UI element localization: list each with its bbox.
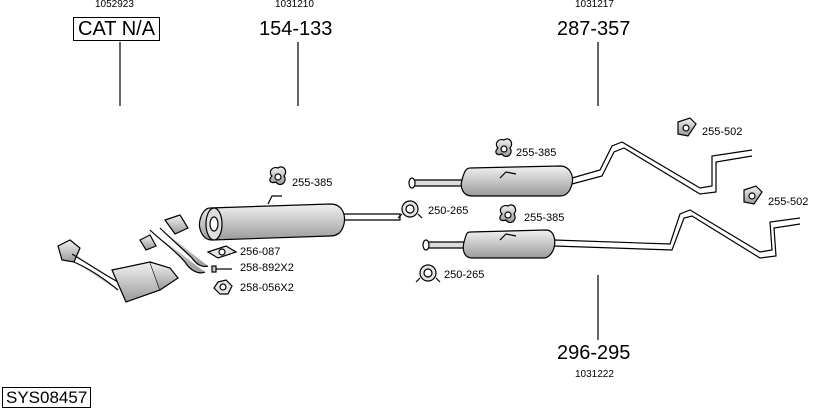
part-number-rear-upper[interactable]: 287-357 <box>557 18 631 40</box>
label-clamp-upper[interactable]: 250-265 <box>428 205 469 217</box>
clamp-upper-icon <box>397 200 423 219</box>
tail-hanger-lower-icon <box>743 185 763 205</box>
label-hanger-rear-lower[interactable]: 255-385 <box>524 212 565 224</box>
front-silencer-icon <box>198 195 401 241</box>
clamp-lower-icon <box>415 264 441 283</box>
hanger-front-icon <box>269 166 287 186</box>
label-tail-hanger-lower[interactable]: 255-502 <box>768 196 809 208</box>
label-tail-hanger-upper[interactable]: 255-502 <box>702 126 743 138</box>
nut-icon <box>213 279 233 295</box>
part-number-cat[interactable]: CAT N/A <box>73 17 161 41</box>
ref-number-cat: 1052923 <box>95 0 134 10</box>
label-clamp-lower[interactable]: 250-265 <box>444 269 485 281</box>
catalytic-converter-icon <box>57 214 209 303</box>
ref-number-rear-upper: 1031217 <box>575 0 614 10</box>
bolt-icon <box>211 265 232 273</box>
part-number-front[interactable]: 154-133 <box>259 18 333 40</box>
rear-silencer-lower-icon <box>422 209 801 259</box>
hanger-rear-upper-icon <box>495 138 513 158</box>
label-hanger-front[interactable]: 255-385 <box>292 177 333 189</box>
label-nut[interactable]: 258-056X2 <box>240 282 294 294</box>
label-gasket[interactable]: 256-087 <box>240 246 281 258</box>
ref-number-rear-lower: 1031222 <box>575 369 614 380</box>
system-code: SYS08457 <box>2 387 92 408</box>
rear-silencer-upper-icon <box>408 141 753 197</box>
label-hanger-rear-upper[interactable]: 255-385 <box>516 147 557 159</box>
tail-hanger-upper-icon <box>677 117 697 137</box>
gasket-icon <box>206 245 238 259</box>
hanger-rear-lower-icon <box>499 204 517 224</box>
label-bolt[interactable]: 258-892X2 <box>240 262 294 274</box>
part-number-rear-lower[interactable]: 296-295 <box>557 342 631 364</box>
ref-number-front: 1031210 <box>275 0 314 10</box>
